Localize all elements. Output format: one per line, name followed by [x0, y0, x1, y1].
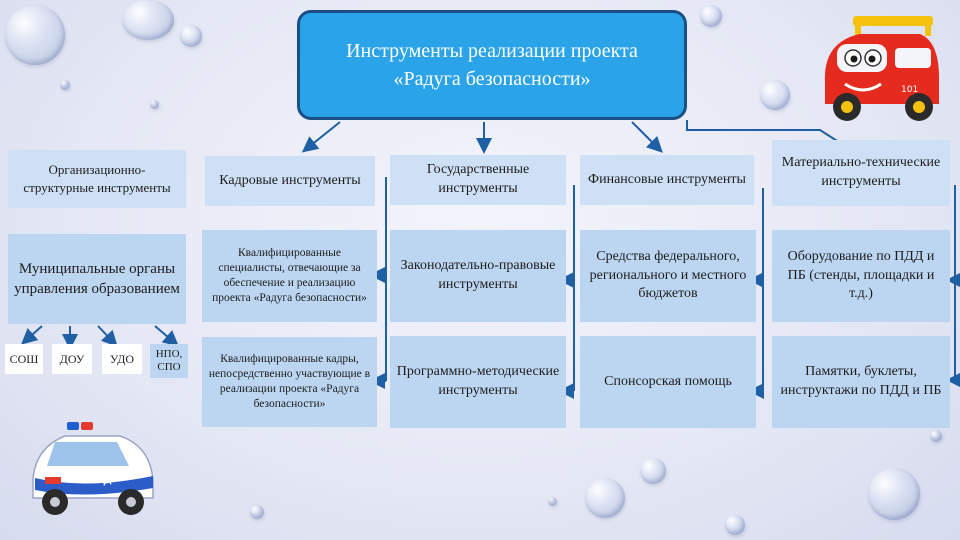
material-item-leaflets: Памятки, буклеты, инструктажи по ПДД и П… — [772, 336, 950, 428]
header-staff-instruments: Кадровые инструменты — [205, 156, 375, 206]
npo-spo-box: НПО, СПО — [150, 344, 188, 378]
header-state-instruments: Государственные инструменты — [390, 155, 566, 205]
staff-item-specialists: Квалифицированные специалисты, отвечающи… — [202, 230, 377, 322]
svg-text:ДПС: ДПС — [102, 472, 128, 487]
udo-box: УДО — [102, 344, 142, 374]
bubble-decoration — [585, 478, 625, 518]
bubble-decoration — [150, 100, 159, 109]
state-item-legal: Законодательно-правовые инструменты — [390, 230, 566, 322]
bubble-decoration — [60, 80, 70, 90]
police-car-toy-icon: ДПС — [32, 422, 154, 515]
bubble-decoration — [250, 505, 264, 519]
bubble-decoration — [725, 515, 745, 535]
header-material-instruments: Материально-технические инструменты — [772, 140, 950, 206]
fire-truck-toy-icon: 101 — [824, 16, 940, 121]
bubble-decoration — [760, 80, 790, 110]
sosh-box: СОШ — [5, 344, 43, 374]
municipal-bodies-box: Муниципальные органы управления образова… — [8, 234, 186, 324]
bubble-decoration — [930, 430, 942, 442]
finance-item-sponsorship: Спонсорская помощь — [580, 336, 756, 428]
bubble-decoration — [640, 458, 666, 484]
diagram-title: Инструменты реализации проекта «Радуга б… — [297, 10, 687, 120]
staff-item-personnel: Квалифицированные кадры, непосредственно… — [202, 337, 377, 427]
header-finance-instruments: Финансовые инструменты — [580, 155, 754, 205]
dou-box: ДОУ — [52, 344, 92, 374]
bubble-decoration — [180, 25, 202, 47]
header-org-instruments: Организационно-структурные инструменты — [8, 150, 186, 208]
bubble-decoration — [868, 468, 920, 520]
bubble-decoration — [700, 5, 722, 27]
bubble-decoration — [548, 497, 557, 506]
material-item-equipment: Оборудование по ПДД и ПБ (стенды, площад… — [772, 230, 950, 322]
svg-text:101: 101 — [901, 85, 918, 95]
bubble-decoration — [5, 5, 65, 65]
state-item-methodical: Программно-методические инструменты — [390, 336, 566, 428]
bubble-decoration — [122, 0, 174, 40]
finance-item-budgets: Средства федерального, регионального и м… — [580, 230, 756, 322]
